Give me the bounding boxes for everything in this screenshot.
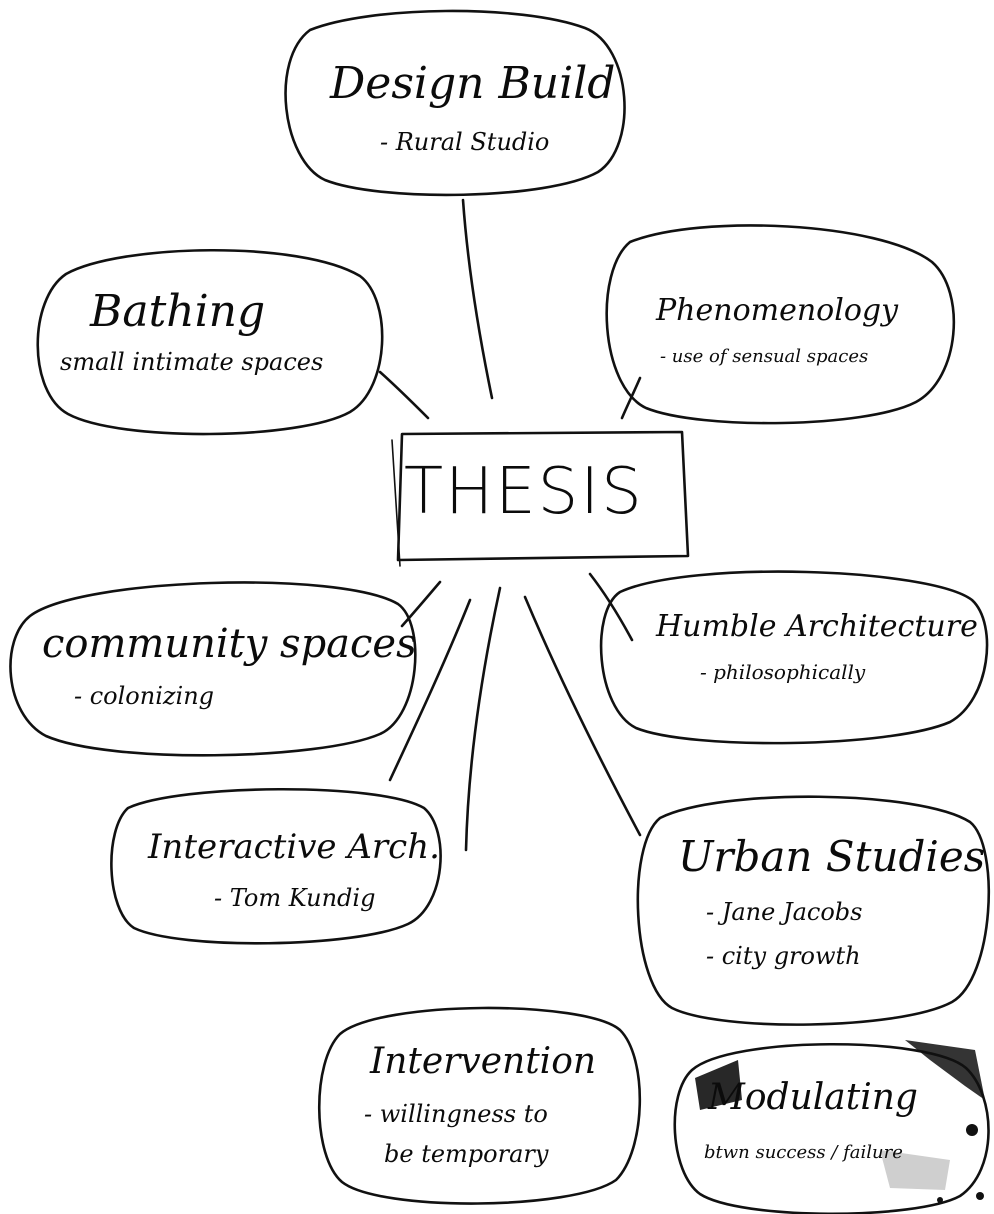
node-title-intervention: Intervention bbox=[370, 1041, 597, 1082]
bubble-phenomenology bbox=[605, 224, 956, 425]
node-title-urban-studies: Urban Studies bbox=[678, 832, 986, 881]
connector-humble-architecture bbox=[588, 572, 634, 642]
node-title-modulating: Modulating bbox=[708, 1077, 918, 1118]
center-box bbox=[396, 430, 690, 562]
node-note-urban-studies-1: - Jane Jacobs bbox=[706, 898, 863, 926]
node-note-urban-studies-2: - city growth bbox=[706, 942, 861, 970]
node-note-humble-architecture: - philosophically bbox=[700, 660, 866, 684]
bubble-modulating bbox=[673, 1042, 990, 1214]
node-title-design-build: Design Build bbox=[330, 58, 616, 109]
node-note-intervention-1: - willingness to bbox=[364, 1100, 548, 1128]
node-title-phenomenology: Phenomenology bbox=[656, 293, 899, 328]
bubble-intervention bbox=[317, 1006, 642, 1205]
node-note-intervention-2: be temporary bbox=[384, 1140, 549, 1168]
node-title-interactive-arch: Interactive Arch. bbox=[148, 827, 440, 867]
node-note-bathing: small intimate spaces bbox=[60, 348, 324, 376]
connector-community-spaces bbox=[400, 580, 442, 628]
node-note-modulating: btwn success / failure bbox=[704, 1142, 903, 1163]
bubble-design-build bbox=[284, 9, 626, 197]
bubble-community-spaces bbox=[9, 581, 417, 757]
node-note-phenomenology: - use of sensual spaces bbox=[660, 346, 869, 367]
connector-design-build bbox=[461, 198, 494, 400]
bubble-bathing bbox=[36, 248, 384, 436]
connector-intervention bbox=[464, 586, 502, 852]
node-note-design-build: - Rural Studio bbox=[380, 128, 550, 156]
scribble-shading bbox=[695, 1040, 985, 1203]
node-title-community-spaces: community spaces bbox=[42, 621, 417, 667]
connector-urban-studies bbox=[523, 595, 642, 837]
node-title-bathing: Bathing bbox=[90, 286, 266, 337]
node-note-community-spaces: - colonizing bbox=[74, 682, 215, 710]
bubble-humble-architecture bbox=[599, 570, 989, 745]
bubble-urban-studies bbox=[636, 795, 991, 1026]
bubble-interactive-arch bbox=[110, 787, 442, 945]
center-label: THESIS bbox=[404, 455, 644, 529]
connector-interactive-arch bbox=[388, 598, 472, 782]
node-title-humble-architecture: Humble Architecture bbox=[656, 609, 978, 644]
connector-bathing bbox=[378, 370, 430, 420]
node-note-interactive-arch: - Tom Kundig bbox=[214, 884, 376, 912]
